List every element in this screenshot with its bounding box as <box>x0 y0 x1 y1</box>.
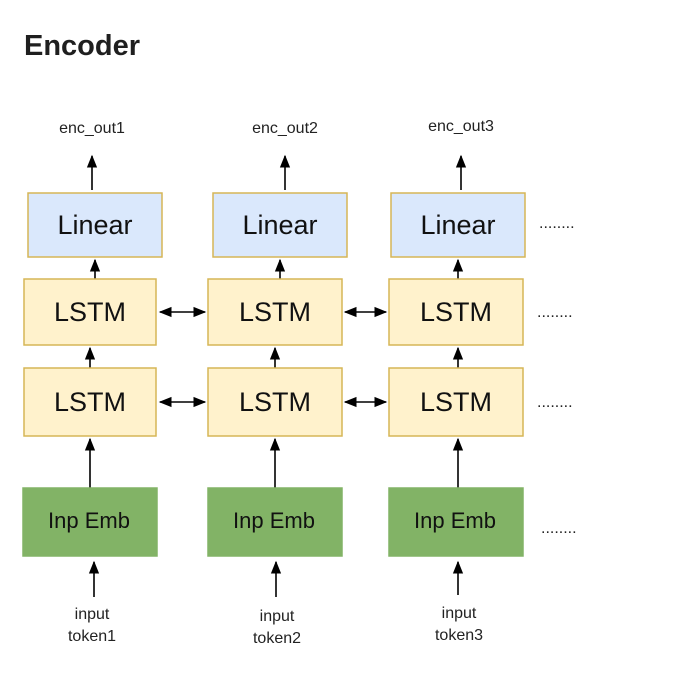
output-label-2: enc_out2 <box>252 120 318 137</box>
input-label-1a: input <box>75 606 110 623</box>
lstm-top-box-2 <box>207 278 343 346</box>
lstm-top-label-3: LSTM <box>420 297 492 327</box>
input-label-2b: token2 <box>253 630 301 647</box>
lstm-bottom-label-2: LSTM <box>239 387 311 417</box>
input-label-2a: input <box>260 608 295 625</box>
embedding-box-1 <box>22 487 158 557</box>
continuation-dots-lstm-top: ........ <box>537 304 573 321</box>
embedding-box-2 <box>207 487 343 557</box>
lstm-bottom-label-3: LSTM <box>420 387 492 417</box>
embedding-label-1: Inp Emb <box>48 508 130 533</box>
page-title: Encoder <box>24 30 141 62</box>
continuation-dots-lstm-bottom: ........ <box>537 394 573 411</box>
embedding-label-2: Inp Emb <box>233 508 315 533</box>
lstm-bottom-box-3 <box>388 367 524 437</box>
lstm-bottom-box-2 <box>207 367 343 437</box>
embedding-label-3: Inp Emb <box>414 508 496 533</box>
linear-label-1: Linear <box>57 210 132 240</box>
lstm-bottom-label-1: LSTM <box>54 387 126 417</box>
linear-label-2: Linear <box>242 210 317 240</box>
lstm-top-label-1: LSTM <box>54 297 126 327</box>
linear-box-3 <box>390 192 526 258</box>
input-label-3b: token3 <box>435 627 483 644</box>
output-label-1: enc_out1 <box>59 120 125 137</box>
lstm-top-box-3 <box>388 278 524 346</box>
continuation-dots-embedding: ........ <box>541 520 577 537</box>
input-label-3a: input <box>442 605 477 622</box>
embedding-box-3 <box>388 487 524 557</box>
input-label-1b: token1 <box>68 628 116 645</box>
lstm-top-box-1 <box>23 278 157 346</box>
linear-box-1 <box>27 192 163 258</box>
linear-label-3: Linear <box>420 210 495 240</box>
output-label-3: enc_out3 <box>428 118 494 135</box>
lstm-top-label-2: LSTM <box>239 297 311 327</box>
linear-box-2 <box>212 192 348 258</box>
continuation-dots-linear: ........ <box>539 215 575 232</box>
lstm-bottom-box-1 <box>23 367 157 437</box>
